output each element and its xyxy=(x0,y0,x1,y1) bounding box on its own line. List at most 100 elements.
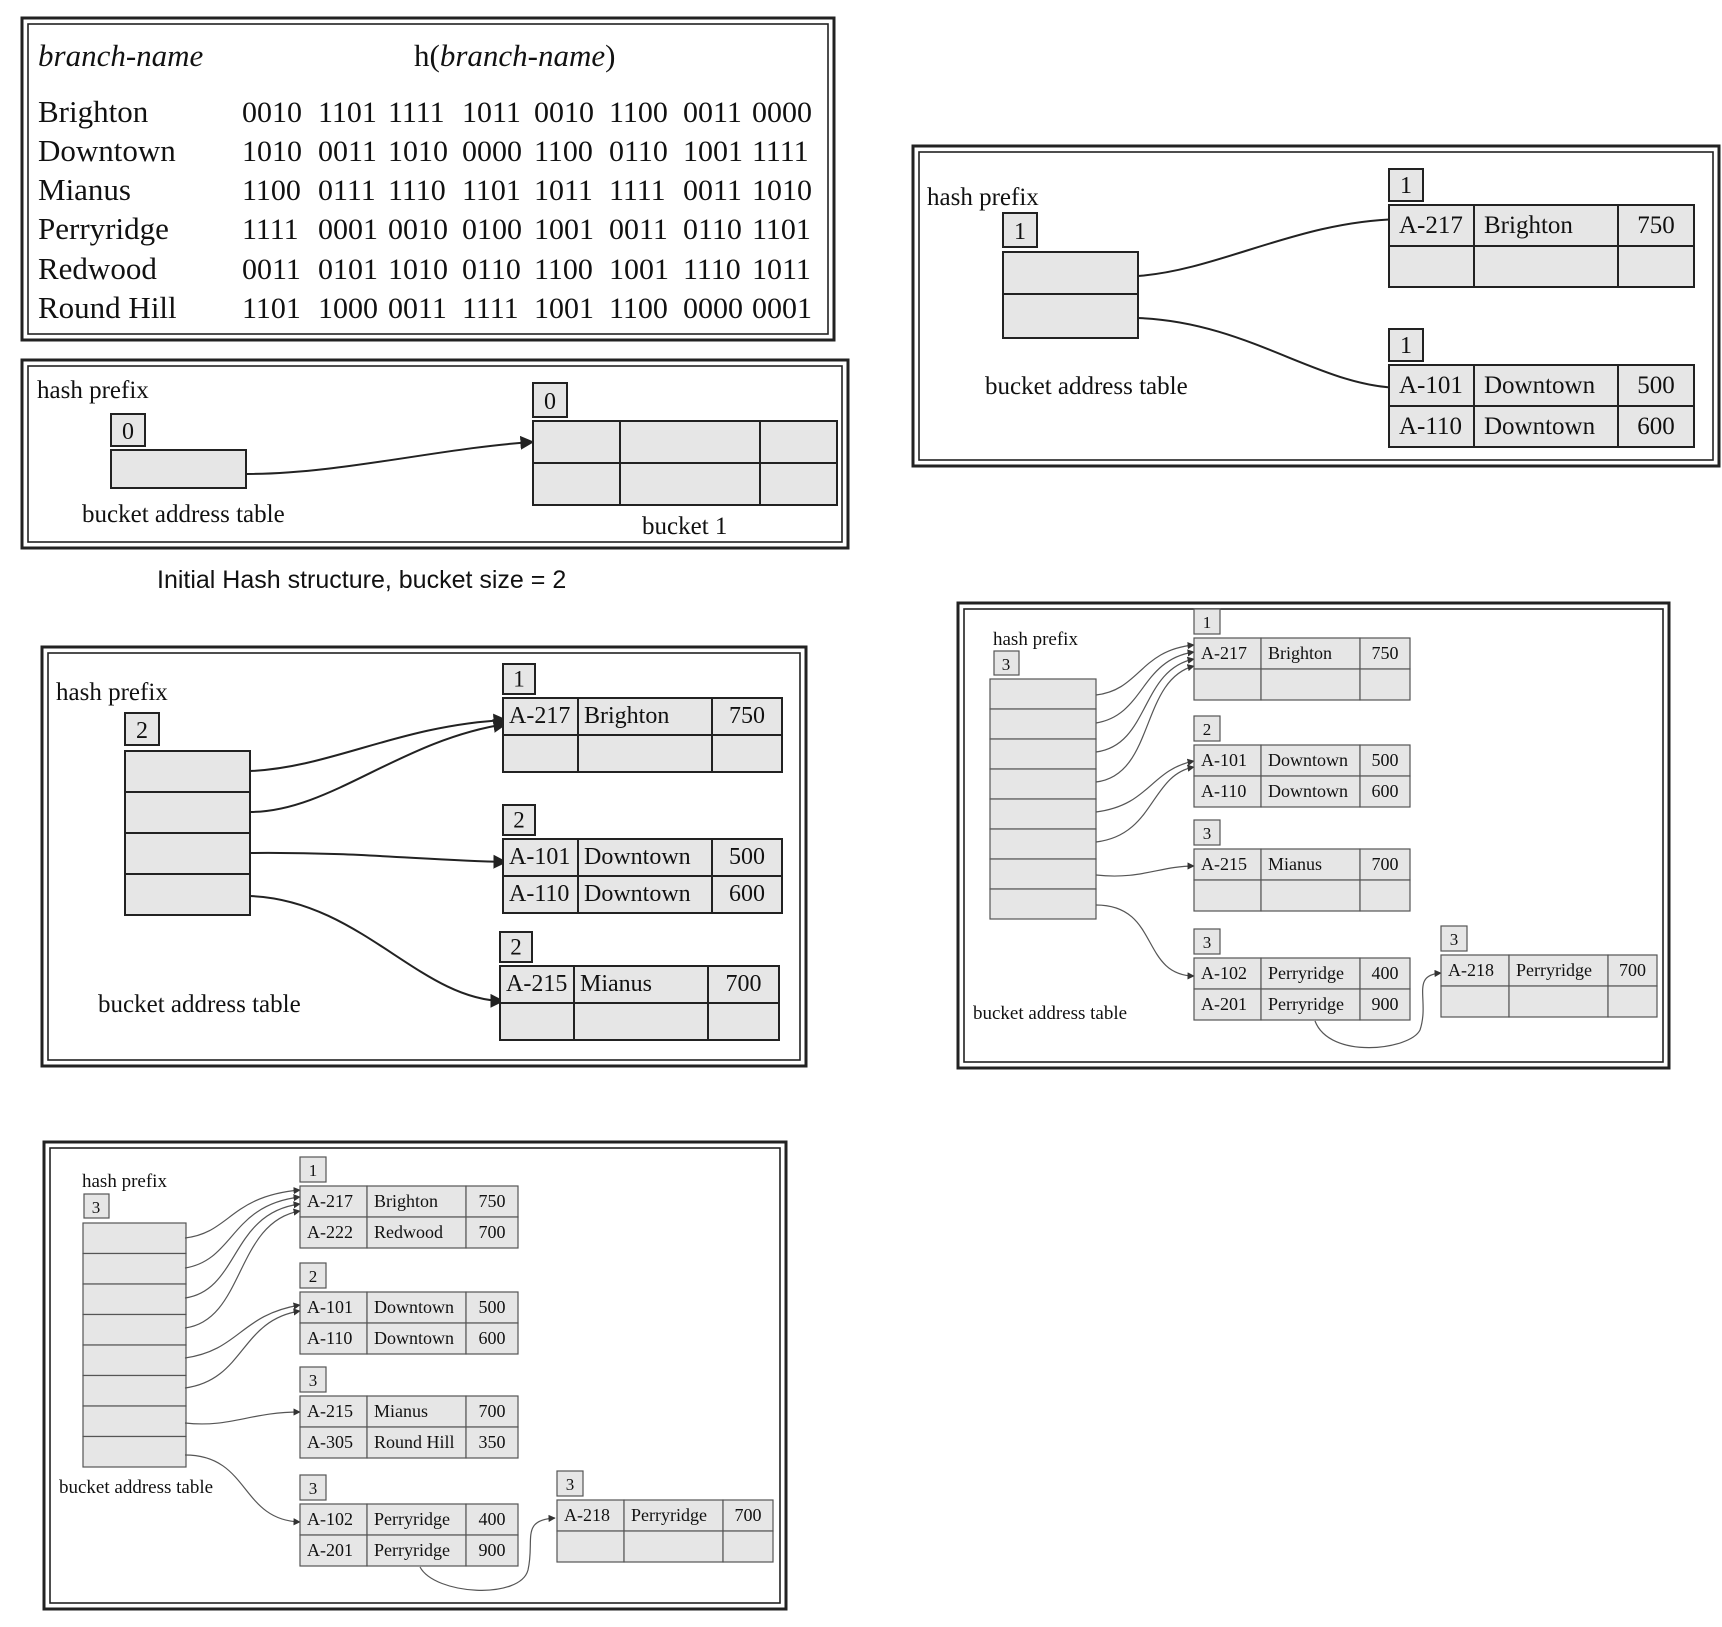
account-number: A-215 xyxy=(1201,854,1247,874)
panel-frame xyxy=(20,16,836,342)
record-cell xyxy=(573,1002,709,1041)
local-depth-box xyxy=(502,804,536,836)
local-depth-box xyxy=(1193,715,1221,742)
hash-row-bits: 1100 xyxy=(534,253,593,286)
branch-name: Perryridge xyxy=(1516,960,1592,980)
directory-entry xyxy=(110,449,247,489)
hash-row-bits: 1101 xyxy=(318,96,377,129)
hash-row-bits: 1101 xyxy=(752,213,811,246)
record-cell xyxy=(1440,985,1510,1018)
hash-row-bits: 1010 xyxy=(388,253,448,286)
account-number: A-201 xyxy=(1201,994,1247,1014)
record-cell xyxy=(1260,744,1361,777)
local-depth-value: 3 xyxy=(1203,933,1212,952)
hash-row-bits: 1111 xyxy=(388,96,445,129)
column-header-branch-name: branch-name xyxy=(38,38,204,73)
branch-name: Mianus xyxy=(374,1401,428,1421)
branch-name: Downtown xyxy=(1484,413,1596,440)
local-depth-box xyxy=(502,663,536,695)
account-number: A-201 xyxy=(307,1540,353,1560)
hash-row-bits: 1111 xyxy=(752,135,809,168)
record-cell xyxy=(1260,957,1361,990)
pointer-arrow xyxy=(184,1208,301,1329)
branch-name: Downtown xyxy=(374,1328,454,1348)
directory-entry xyxy=(989,798,1097,830)
hash-prefix-label: hash prefix xyxy=(56,679,168,706)
bucket-cell xyxy=(759,462,838,506)
record-cell xyxy=(465,1322,519,1355)
local-depth-box xyxy=(1193,608,1221,635)
hash-row-bits: 1111 xyxy=(462,292,519,325)
panel-frame xyxy=(20,358,850,550)
account-number: A-102 xyxy=(307,1509,353,1529)
account-number: A-110 xyxy=(1201,781,1246,801)
directory-entry xyxy=(124,832,251,875)
balance: 500 xyxy=(479,1297,506,1317)
bucket-address-table-label: bucket address table xyxy=(82,501,285,528)
local-depth-box xyxy=(299,1366,327,1393)
record-cell xyxy=(1359,668,1411,701)
record-cell xyxy=(1617,405,1695,448)
directory-entry xyxy=(989,858,1097,890)
record-cell xyxy=(1193,668,1262,701)
pointer-arrow xyxy=(1095,904,1195,980)
record-cell xyxy=(465,1185,519,1218)
local-depth-box xyxy=(532,382,568,418)
branch-name: Round Hill xyxy=(374,1432,455,1452)
hash-row-bits: 1100 xyxy=(609,96,668,129)
hash-row-bits: 1001 xyxy=(609,253,669,286)
panel-frame-inner xyxy=(918,151,1714,461)
hash-row-bits: 1011 xyxy=(462,96,521,129)
global-depth-value: 3 xyxy=(1002,655,1011,674)
record-cell xyxy=(1260,988,1361,1021)
pointer-arrow xyxy=(1095,862,1195,877)
global-depth-box xyxy=(83,1193,110,1219)
record-cell xyxy=(299,1395,368,1428)
record-cell xyxy=(499,1002,575,1041)
caption: Initial Hash structure, bucket size = 2 xyxy=(157,566,566,594)
pointer-arrow xyxy=(184,1308,301,1389)
pointer-arrow xyxy=(1095,642,1195,696)
bucket-address-table xyxy=(989,678,1097,920)
pointer-arrow xyxy=(249,718,508,813)
pointer-arrow xyxy=(1095,758,1195,813)
hash-row-bits: 1111 xyxy=(609,174,666,207)
hash-row-bits: 1100 xyxy=(534,135,593,168)
bucket-cell xyxy=(619,420,761,464)
directory-entry xyxy=(989,828,1097,860)
pointer-arrow xyxy=(184,1302,301,1359)
bucket-cell xyxy=(532,420,621,464)
hash-row-branch-name: Perryridge xyxy=(38,211,169,246)
global-depth-value: 1 xyxy=(1014,219,1026,245)
bucket-cell xyxy=(619,462,761,506)
branch-name: Perryridge xyxy=(1268,994,1344,1014)
hash-prefix-label: hash prefix xyxy=(927,184,1039,211)
account-number: A-110 xyxy=(509,881,569,907)
hash-row-bits: 0011 xyxy=(683,96,742,129)
record-cell xyxy=(577,734,713,773)
balance: 700 xyxy=(726,971,762,997)
local-depth-value: 3 xyxy=(309,1479,318,1498)
hash-row-branch-name: Mianus xyxy=(38,172,131,207)
record-cell xyxy=(1607,985,1658,1018)
balance: 750 xyxy=(1637,212,1675,239)
record-cell xyxy=(1508,985,1609,1018)
global-depth-value: 3 xyxy=(92,1198,101,1217)
hash-row-bits: 0010 xyxy=(242,96,302,129)
local-depth-value: 1 xyxy=(1400,333,1412,359)
local-depth-box xyxy=(1440,925,1468,952)
record-cell xyxy=(1260,848,1361,881)
bucket-cell xyxy=(759,420,838,464)
overflow-pointer-arrow xyxy=(419,1514,556,1591)
hash-row-bits: 0110 xyxy=(683,213,742,246)
local-depth-value: 2 xyxy=(1203,720,1212,739)
directory-entry xyxy=(82,1435,187,1468)
branch-name: Downtown xyxy=(1268,781,1348,801)
record-cell xyxy=(299,1534,368,1567)
local-depth-box xyxy=(299,1474,327,1501)
